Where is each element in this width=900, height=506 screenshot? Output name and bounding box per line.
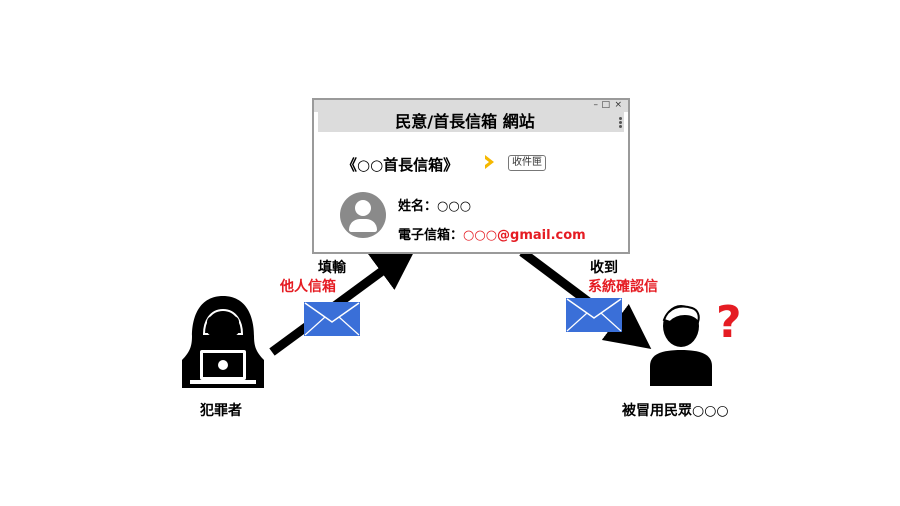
hooded-criminal-icon xyxy=(182,296,264,388)
inbox-tag[interactable]: 收件匣 xyxy=(508,155,546,171)
window-topbar: – □ × xyxy=(314,100,628,112)
confirmation-email-label: 系統確認信 xyxy=(588,279,658,295)
envelope-icon-right xyxy=(566,298,622,332)
more-options-icon[interactable] xyxy=(619,117,622,129)
website-window: – □ × 民意/首長信箱 網站 《○○首長信箱》 收件匣 姓名：○○○ 電子信… xyxy=(312,98,630,254)
minimize-icon[interactable]: – xyxy=(593,100,599,110)
close-icon[interactable]: × xyxy=(614,100,622,110)
victim-label: 被冒用民眾○○○ xyxy=(622,403,729,419)
person-icon xyxy=(649,305,713,390)
received-label: 收到 xyxy=(590,260,618,276)
email-label: 電子信箱： xyxy=(398,228,464,243)
fill-in-label: 填輸 xyxy=(318,260,346,276)
email-value: ○○○@gmail.com xyxy=(463,228,586,243)
avatar xyxy=(340,192,386,238)
window-titlebar: 民意/首長信箱 網站 xyxy=(318,112,624,132)
window-title: 民意/首長信箱 網站 xyxy=(395,112,535,131)
name-value: ○○○ xyxy=(437,199,472,214)
chevron-right-icon xyxy=(485,155,494,169)
email-field: 電子信箱：○○○@gmail.com xyxy=(398,224,586,243)
others-email-label: 他人信箱 xyxy=(280,279,336,295)
envelope-icon-left xyxy=(304,302,360,336)
criminal-label: 犯罪者 xyxy=(200,403,242,419)
name-label: 姓名： xyxy=(398,199,438,214)
question-mark-icon: ? xyxy=(716,297,742,348)
name-field: 姓名：○○○ xyxy=(398,195,471,214)
mail-subject: 《○○首長信箱》 xyxy=(342,156,459,174)
maximize-icon[interactable]: □ xyxy=(601,100,610,110)
